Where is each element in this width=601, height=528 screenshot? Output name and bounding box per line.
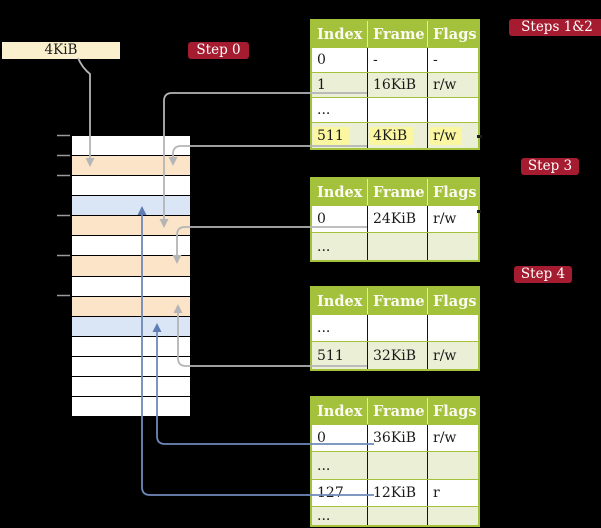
memory-row-free-frame [72, 236, 190, 256]
header-frame: Frame [367, 21, 427, 47]
table-cell: 511 [312, 123, 367, 148]
header-index: Index [317, 25, 363, 43]
table-cell: 4KiB [367, 123, 427, 148]
memory-row-pagetable-frame [72, 296, 190, 316]
table-cell: 511 [317, 347, 344, 364]
table-cell: r/w [427, 206, 478, 232]
frame-tick-marks [57, 134, 70, 297]
badge-step-4: Step 4 [514, 266, 572, 283]
table-row: ... [312, 314, 478, 341]
table-cell: 0 [317, 211, 326, 227]
badge-steps-1-2: Steps 1&2 [509, 19, 601, 36]
table-row: ... [312, 506, 478, 525]
table-cell: - [367, 48, 427, 72]
memory-row-pagetable-frame [72, 256, 190, 276]
table-cell: 0 [317, 52, 326, 68]
table-header-row: Index Frame Flags [312, 179, 478, 205]
table-row: 0 36KiB r/w [312, 424, 478, 451]
table-row: 127 12KiB r [312, 479, 478, 506]
badge-step-3: Step 3 [521, 158, 579, 175]
highlighted-value: 511 [313, 126, 350, 145]
table-cell [367, 233, 427, 260]
table-cell: r/w [427, 73, 478, 97]
table-cell: 24KiB [367, 206, 427, 232]
table-header-row: Index Frame Flags [312, 288, 478, 314]
table-row-highlighted: 511 4KiB r/w [312, 122, 478, 148]
table-row: 0 24KiB r/w [312, 205, 478, 232]
table-row: 511 32KiB r/w [312, 341, 478, 369]
table-cell [427, 452, 478, 479]
table-cell: 36KiB [367, 425, 427, 451]
page-table-step-3: Index Frame Flags 0 24KiB r/w ... [310, 177, 480, 262]
memory-row-pagetable-frame [72, 216, 190, 236]
table-cell [427, 315, 478, 341]
header-index: Index [317, 402, 363, 420]
memory-row-free-frame [72, 336, 190, 356]
header-frame: Frame [367, 398, 427, 424]
table-row: 1 16KiB r/w [312, 72, 478, 97]
table-cell [427, 98, 478, 122]
table-cell: 16KiB [367, 73, 427, 97]
table-cell: r/w [427, 342, 478, 369]
header-index: Index [317, 183, 363, 201]
table-cell: ... [317, 102, 331, 118]
table-cell: - [427, 48, 478, 72]
table-cell: 127 [317, 485, 344, 501]
table-row: ... [312, 97, 478, 122]
page-table-steps-1-2: Index Frame Flags 0 - - 1 16KiB r/w ... … [310, 19, 480, 150]
page-table-step-4-lower: Index Frame Flags 0 36KiB r/w ... 127 12… [310, 396, 480, 527]
header-flags: Flags [427, 179, 478, 205]
table-row: ... [312, 232, 478, 260]
frame-size-label: 4KiB [2, 42, 120, 59]
highlighted-value: 4KiB [369, 126, 414, 145]
header-frame: Frame [367, 179, 427, 205]
memory-row-free-frame [72, 376, 190, 397]
table-cell: r/w [427, 123, 478, 148]
memory-row-free-frame [72, 176, 190, 196]
header-frame: Frame [367, 288, 427, 314]
table-cell [367, 507, 427, 525]
badge-step-0: Step 0 [188, 42, 249, 59]
memory-row-pagetable-frame [72, 156, 190, 176]
table-cell [427, 507, 478, 525]
memory-row-mapped-page [72, 316, 190, 336]
table-cell: r [427, 480, 478, 506]
table-cell: 32KiB [367, 342, 427, 369]
table-cell: ... [317, 457, 331, 474]
memory-row-free-frame [72, 136, 190, 156]
table-cell: ... [317, 238, 331, 255]
table-cell: 1 [317, 77, 326, 93]
highlighted-value: r/w [429, 126, 463, 145]
header-flags: Flags [427, 398, 478, 424]
table-cell [427, 233, 478, 260]
memory-row-free-frame [72, 397, 190, 417]
table-header-row: Index Frame Flags [312, 21, 478, 47]
header-flags: Flags [427, 21, 478, 47]
table-header-row: Index Frame Flags [312, 398, 478, 424]
page-table-step-4-upper: Index Frame Flags ... 511 32KiB r/w [310, 286, 480, 371]
table-row: 0 - - [312, 47, 478, 72]
table-cell [367, 315, 427, 341]
table-cell: 0 [317, 430, 326, 446]
memory-row-free-frame [72, 356, 190, 376]
memory-column [71, 135, 191, 417]
table-cell [367, 98, 427, 122]
table-cell: r/w [427, 425, 478, 451]
header-flags: Flags [427, 288, 478, 314]
table-cell [367, 452, 427, 479]
table-row: ... [312, 451, 478, 479]
header-index: Index [317, 292, 363, 310]
table-cell: ... [317, 320, 331, 336]
memory-row-mapped-page [72, 196, 190, 216]
table-cell: ... [317, 508, 331, 524]
table-cell: 12KiB [367, 480, 427, 506]
memory-row-free-frame [72, 276, 190, 296]
